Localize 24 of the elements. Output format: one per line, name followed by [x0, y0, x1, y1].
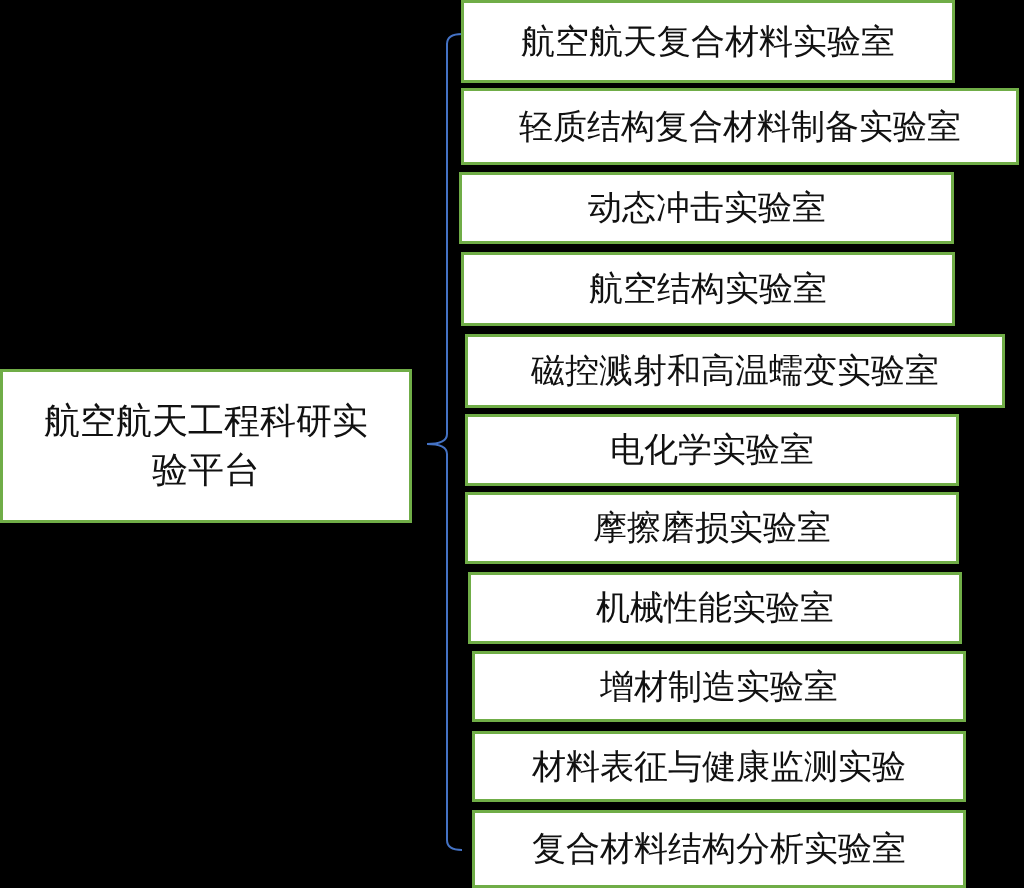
box-label: 摩擦磨损实验室	[593, 506, 831, 550]
process-box	[472, 731, 966, 802]
process-box	[465, 492, 959, 564]
process-box	[0, 369, 412, 523]
box-label: 机械性能实验室	[596, 586, 834, 630]
box-label: 轻质结构复合材料制备实验室	[519, 104, 961, 148]
box-label: 材料表征与健康监测实验	[532, 744, 906, 788]
box-label: 增材制造实验室	[600, 664, 838, 708]
process-box	[472, 810, 966, 888]
box-label: 复合材料结构分析实验室	[532, 827, 906, 871]
process-box	[465, 334, 1005, 408]
box-label: 动态冲击实验室	[587, 186, 826, 230]
box-label: 磁控溅射和高温蠕变实验室	[531, 349, 939, 393]
box-label: 航空航天复合材料实验室	[521, 19, 895, 63]
box-label: 电化学实验室	[610, 428, 814, 472]
box-label: 航空结构实验室	[589, 267, 827, 311]
process-box	[461, 252, 955, 326]
process-box	[465, 414, 959, 486]
process-box	[459, 172, 954, 244]
process-box	[472, 651, 966, 722]
process-box	[468, 572, 962, 644]
box-label: 航空航天工程科研实验平台	[43, 399, 369, 492]
process-box	[461, 88, 1019, 165]
process-box	[461, 0, 955, 83]
